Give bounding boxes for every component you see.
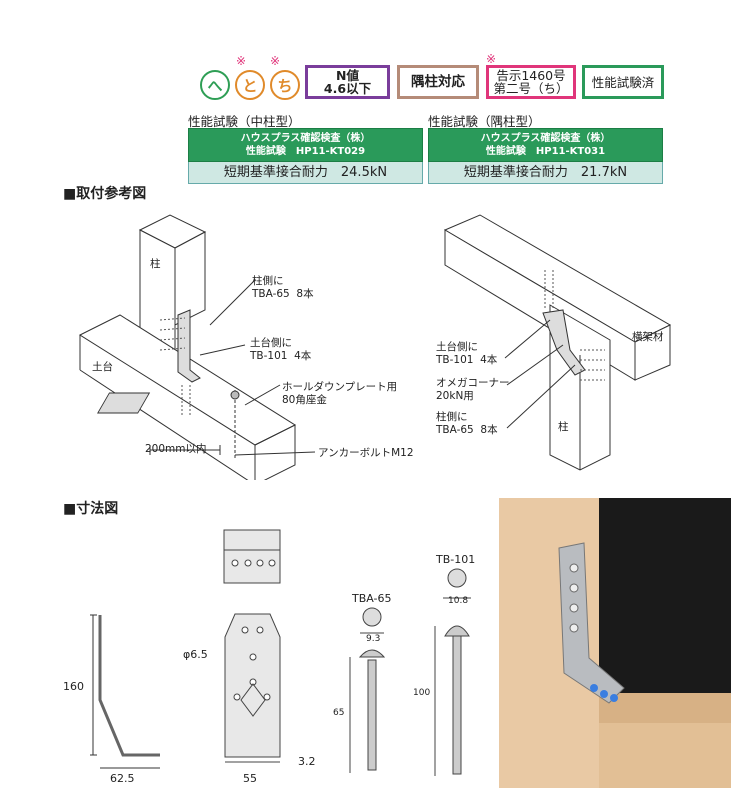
screw-tb-name: TB-101: [436, 553, 476, 566]
dim-thickness: 3.2: [298, 755, 316, 768]
install-drawing-corner: [443, 214, 672, 471]
badge-he: へ: [200, 70, 230, 100]
dim-base: 62.5: [110, 772, 135, 785]
dim-hole: φ6.5: [183, 648, 208, 661]
install-heading: ■取付参考図: [63, 186, 147, 202]
label-sill-side-screws-right: 土台側に TB-101 4本: [436, 341, 498, 366]
label-beam: 横架材: [632, 331, 664, 343]
dim-tb-head: 10.8: [448, 596, 469, 606]
asterisk-chi: ※: [270, 54, 281, 68]
label-post: 柱: [150, 258, 161, 270]
screw-tb: [434, 568, 471, 776]
label-sill-side-screws: 土台側に TB-101 4本: [250, 337, 312, 362]
dims-heading: ■寸法図: [63, 501, 119, 517]
asterisk-notice: ※: [486, 52, 497, 66]
installation-photo: [499, 498, 731, 788]
label-sill: 土台: [92, 361, 113, 373]
badge-chi: ち: [270, 70, 300, 100]
dim-tb-length: 100: [413, 688, 431, 698]
dim-tba-head: 9.3: [366, 634, 381, 644]
test-header: ハウスプラス確認検査（株） 性能試験 HP11-KT029: [188, 128, 423, 162]
label-post-side-screws: 柱側に TBA-65 8本: [252, 275, 314, 300]
test-caption-corner: 性能試験（隅柱型）: [428, 114, 541, 129]
label-post-side-screws-right: 柱側に TBA-65 8本: [436, 411, 498, 436]
asterisk-to: ※: [236, 54, 247, 68]
test-header: ハウスプラス確認検査（株） 性能試験 HP11-KT031: [428, 128, 663, 162]
dim-height: 160: [63, 680, 84, 693]
test-caption-middle: 性能試験（中柱型）: [188, 114, 301, 129]
test-table-middle: ハウスプラス確認検査（株） 性能試験 HP11-KT029 短期基準接合耐力 2…: [188, 128, 423, 184]
badge-tested: 性能試験済: [582, 65, 664, 99]
label-anchor-bolt: アンカーボルトM12: [318, 447, 414, 459]
screw-tba: [349, 607, 386, 773]
badge-notice: 告示1460号第二号（ち）: [486, 65, 576, 99]
bracket-side-profile: [90, 614, 160, 769]
badge-to: と: [235, 70, 265, 100]
dim-width: 55: [243, 772, 257, 785]
bracket-top-view: [223, 529, 281, 584]
test-table-corner: ハウスプラス確認検査（株） 性能試験 HP11-KT031 短期基準接合耐力 2…: [428, 128, 663, 184]
test-value: 短期基準接合耐力 21.7kN: [428, 162, 663, 184]
label-holdown-washer: ホールダウンプレート用 80角座金: [282, 381, 398, 406]
label-spacing: 200mm以内: [145, 443, 207, 455]
label-omega-corner: オメガコーナー 20kN用: [436, 377, 510, 402]
dim-tba-length: 65: [333, 708, 345, 718]
screw-tba-name: TBA-65: [352, 592, 392, 605]
badge-corner: 隅柱対応: [397, 65, 479, 99]
install-drawing-middle: [78, 214, 316, 480]
bracket-front-view: [224, 613, 281, 763]
label-post-right: 柱: [558, 421, 569, 433]
test-value: 短期基準接合耐力 24.5kN: [188, 162, 423, 184]
